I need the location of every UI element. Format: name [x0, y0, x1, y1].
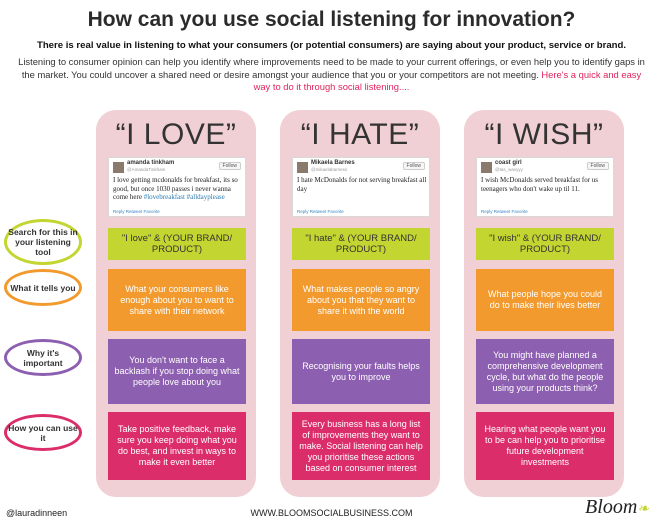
column-i-hate: “I HATE” Mikaela Barnes @mikaelabarness …: [280, 110, 440, 497]
column-i-love: “I LOVE” amanda tinkham @AmandaTinkham F…: [96, 110, 256, 497]
tweet-card: amanda tinkham @AmandaTinkham Follow I l…: [108, 157, 246, 217]
avatar: [297, 162, 308, 173]
page-title: How can you use social listening for inn…: [87, 8, 576, 31]
body-paragraph: Listening to consumer opinion can help y…: [18, 56, 645, 80]
use-box: Every business has a long list of improv…: [292, 412, 430, 480]
body-highlight: Here's a quick and easy way to do it thr…: [253, 68, 642, 93]
tweet-body: I hate McDonalds for not serving breakfa…: [297, 176, 427, 193]
important-box: Recognising your faults helps you to imp…: [292, 339, 430, 404]
column-i-wish: “I WISH” coast girl @tas_wavyyy Follow I…: [464, 110, 624, 497]
use-box: Hearing what people want you to be can h…: [476, 412, 614, 480]
tweet-text: I hate McDonalds for not serving breakfa…: [297, 176, 427, 193]
tweet-username: Mikaela Barnes: [311, 160, 355, 166]
tweet-username: coast girl: [495, 160, 522, 166]
tweet-body: I love getting mcdonalds for breakfast, …: [113, 176, 238, 201]
follow-button[interactable]: Follow: [586, 162, 609, 170]
tweet-body: I wish McDonalds served breakfast for us…: [481, 176, 599, 193]
tells-box: What people hope you could do to make th…: [476, 269, 614, 331]
column-heading: “I HATE”: [300, 118, 420, 151]
author-handle[interactable]: @lauradinneen: [6, 508, 68, 518]
tweet-card: coast girl @tas_wavyyy Follow I wish McD…: [476, 157, 614, 217]
tweet-actions[interactable]: Reply Retweet Favorite: [297, 209, 344, 214]
use-box: Take positive feedback, make sure you ke…: [108, 412, 246, 480]
tweet-hashtags[interactable]: #lovebreakfast #alldayplease: [143, 193, 225, 201]
follow-button[interactable]: Follow: [402, 162, 425, 170]
tweet-username: amanda tinkham: [127, 160, 175, 166]
bloom-logo: Bloom❧: [585, 496, 649, 519]
tweet-handle: @AmandaTinkham: [127, 167, 166, 172]
tweet-text: I love getting mcdonalds for breakfast, …: [113, 176, 243, 202]
tweet-card: Mikaela Barnes @mikaelabarness Follow I …: [292, 157, 430, 217]
tweet-handle: @mikaelabarness: [311, 167, 348, 172]
tweet-actions[interactable]: Reply Retweet Favorite: [113, 209, 160, 214]
tweet-actions[interactable]: Reply Retweet Favorite: [481, 209, 528, 214]
follow-button[interactable]: Follow: [218, 162, 241, 170]
row-label-use: How you can use it: [4, 414, 82, 451]
important-box: You might have planned a comprehensive d…: [476, 339, 614, 404]
column-heading: “I LOVE”: [115, 118, 237, 151]
tells-box: What your consumers like enough about yo…: [108, 269, 246, 331]
body-text: Listening to consumer opinion can help y…: [14, 56, 649, 94]
row-label-search: Search for this in your listening tool: [4, 219, 82, 265]
row-label-important: Why it's important: [4, 339, 82, 376]
logo-text: Bloom: [585, 496, 638, 518]
column-heading: “I WISH”: [484, 118, 604, 151]
intro-text: There is real value in listening to what…: [36, 40, 627, 51]
search-box: "I hate" & (YOUR BRAND/ PRODUCT): [292, 228, 430, 260]
important-box: You don't want to face a backlash if you…: [108, 339, 246, 404]
website-link[interactable]: WWW.BLOOMSOCIALBUSINESS.COM: [250, 508, 413, 518]
search-box: "I love" & (YOUR BRAND/ PRODUCT): [108, 228, 246, 260]
row-label-tells: What it tells you: [4, 269, 82, 306]
search-box: "I wish" & (YOUR BRAND/ PRODUCT): [476, 228, 614, 260]
tweet-handle: @tas_wavyyy: [495, 167, 523, 172]
tweet-text: I wish McDonalds served breakfast for us…: [481, 176, 611, 193]
avatar: [481, 162, 492, 173]
leaf-icon: ❧: [637, 502, 649, 517]
avatar: [113, 162, 124, 173]
tells-box: What makes people so angry about you tha…: [292, 269, 430, 331]
